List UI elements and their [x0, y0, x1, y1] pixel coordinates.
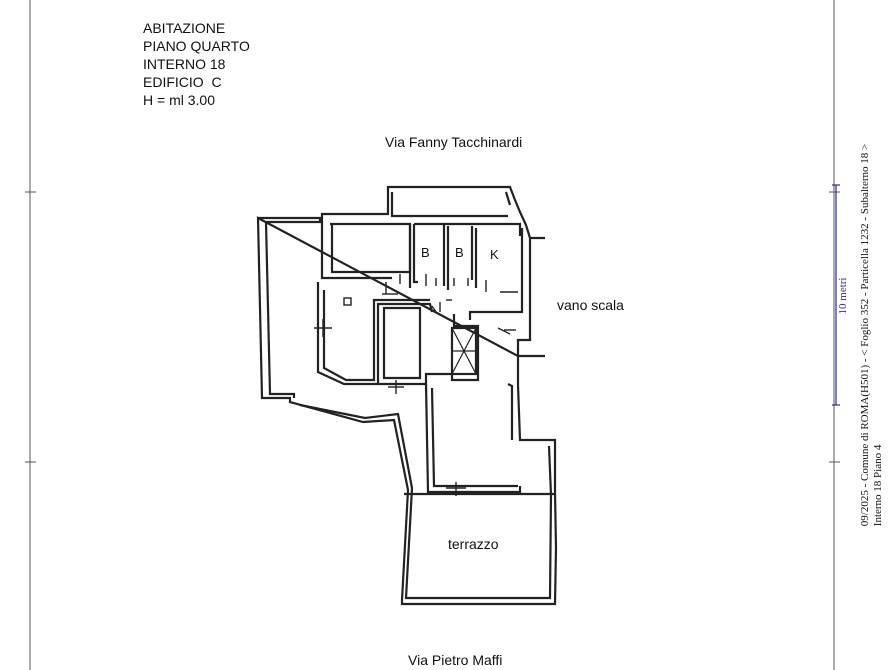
room-label-terrace: terrazzo [448, 536, 499, 552]
header-block: ABITAZIONE PIANO QUARTO INTERNO 18 EDIFI… [143, 19, 250, 109]
hall-right [507, 383, 514, 440]
scale-label: 10 metri [837, 277, 849, 315]
room-label-kitchen: K [490, 247, 499, 262]
header-line-building: EDIFICIO C [143, 74, 222, 90]
room-label-bath-2: B [455, 245, 464, 260]
header-line-floor: PIANO QUARTO [143, 38, 250, 54]
central-room [378, 314, 480, 386]
street-bottom-label: Via Pietro Maffi [408, 652, 503, 668]
header-line-unit: INTERNO 18 [143, 56, 226, 72]
corridor-left-inner [322, 290, 430, 382]
bath-top [414, 222, 522, 236]
top-inner-wall [390, 191, 512, 218]
header-line-height: H = ml 3.00 [143, 92, 215, 108]
terrace-outer-inner [299, 403, 553, 600]
shaft-cross [451, 327, 477, 375]
kitchen-wall [468, 228, 524, 320]
details [314, 274, 518, 496]
central-room-inner [382, 306, 422, 380]
cadastral-note-line-1: 09/2025 - Comune di ROMA(H501) - < Fogli… [859, 143, 871, 527]
street-top-label: Via Fanny Tacchinardi [385, 134, 523, 150]
outer-wall [256, 185, 558, 606]
cadastral-note-line-2: Interno 18 Piano 4 [872, 444, 884, 527]
outer-wall-inner [264, 218, 322, 398]
room-left [320, 218, 412, 280]
lower-hall [424, 383, 522, 494]
header-line-dwelling: ABITAZIONE [143, 20, 226, 36]
bath-partitions [408, 224, 478, 290]
walls [256, 185, 558, 606]
room-label-bath-1: B [421, 245, 430, 260]
cadastral-side-note: 09/2025 - Comune di ROMA(H501) - < Fogli… [859, 144, 885, 526]
room-label-stairwell: vano scala [557, 297, 624, 313]
